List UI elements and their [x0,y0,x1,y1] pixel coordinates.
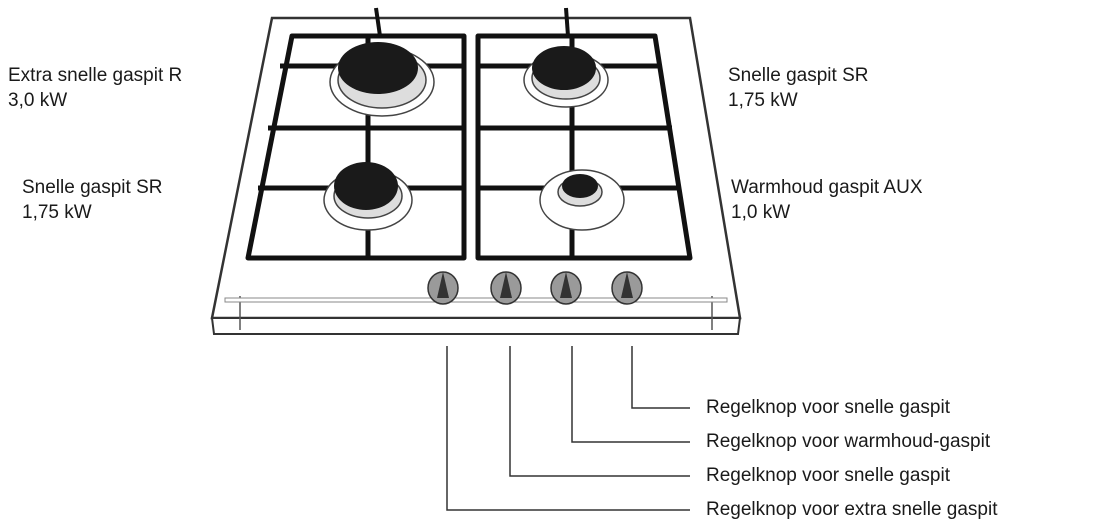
control-knob-1 [427,271,459,305]
leader-line-4 [446,346,690,511]
burner-name: Extra snelle gaspit R [8,65,183,86]
burner-power: 3,0 kW [8,90,68,111]
burner-snel-bottom [323,162,413,231]
label-top-right: Snelle gaspit SR 1,75 kW [728,63,868,113]
burner-name: Snelle gaspit SR [728,65,869,86]
knob-label-2: Regelknop voor warmhoud-gaspit [706,431,991,452]
label-bottom-left: Snelle gaspit SR 1,75 kW [22,175,162,225]
label-top-left: Extra snelle gaspit R 3,0 kW [8,63,182,113]
burner-warmhoud [539,169,625,231]
control-knob-4 [611,271,643,305]
leader-line-2 [571,346,690,443]
knob-label-1: Regelknop voor snelle gaspit [706,397,950,418]
burner-power: 1,75 kW [22,202,92,223]
leader-line-1 [631,346,690,409]
burner-power: 1,75 kW [728,90,798,111]
control-knob-2 [490,271,522,305]
knob-label-4: Regelknop voor extra snelle gaspit [706,499,998,520]
burner-power: 1,0 kW [731,202,791,223]
knob-label-3: Regelknop voor snelle gaspit [706,465,950,486]
burner-snel-top [523,46,609,108]
burner-name: Snelle gaspit SR [22,177,163,198]
control-knob-3 [550,271,582,305]
label-bottom-right: Warmhoud gaspit AUX 1,0 kW [731,175,923,225]
burner-name: Warmhoud gaspit AUX [731,177,923,198]
burner-extra-snel [329,42,435,117]
leader-lines [446,346,690,511]
leader-line-3 [509,346,690,477]
